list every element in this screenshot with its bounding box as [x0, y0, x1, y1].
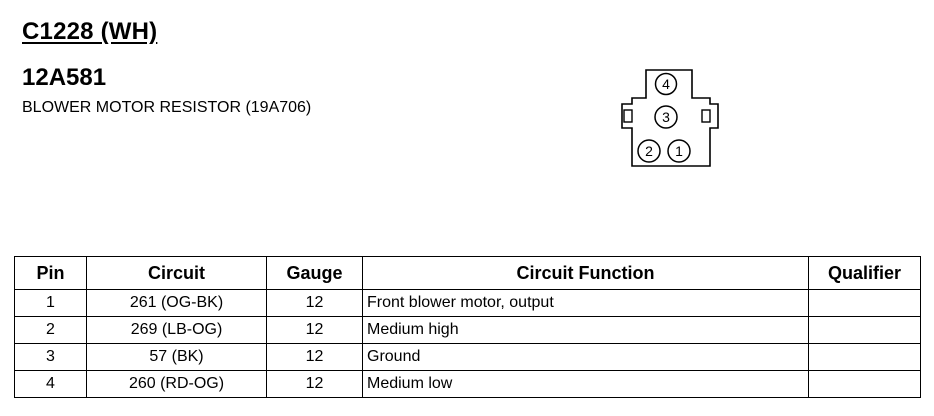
pin-2-label: 2 [645, 143, 653, 159]
connector-face-diagram: 4 3 2 1 [621, 69, 719, 167]
component-description: BLOWER MOTOR RESISTOR (19A706) [22, 99, 312, 116]
function-cell: Front blower motor, output [362, 289, 809, 317]
table-header-row: Pin Circuit Gauge Circuit Function Quali… [14, 256, 921, 290]
gauge-cell: 12 [266, 289, 363, 317]
pin-3-cavity [654, 105, 678, 129]
column-header-qualifier: Qualifier [808, 256, 921, 290]
part-number: 12A581 [22, 64, 107, 91]
circuit-cell: 57 (BK) [86, 343, 267, 371]
pin-cell: 2 [14, 316, 87, 344]
qualifier-cell [808, 289, 921, 317]
connector-housing [621, 69, 719, 167]
column-header-circuit-function: Circuit Function [362, 256, 809, 290]
pin-3-label: 3 [662, 109, 670, 125]
right-latch [701, 109, 711, 123]
gauge-cell: 12 [266, 343, 363, 371]
qualifier-cell [808, 343, 921, 371]
pin-cell: 4 [14, 370, 87, 398]
function-cell: Medium high [362, 316, 809, 344]
pin-2-cavity [637, 139, 661, 163]
function-cell: Medium low [362, 370, 809, 398]
circuit-cell: 260 (RD-OG) [86, 370, 267, 398]
pin-1-label: 1 [675, 143, 683, 159]
pin-4-cavity [654, 72, 678, 96]
pin-1-cavity [667, 139, 691, 163]
qualifier-cell [808, 316, 921, 344]
column-header-circuit: Circuit [86, 256, 267, 290]
column-header-pin: Pin [14, 256, 87, 290]
circuit-cell: 261 (OG-BK) [86, 289, 267, 317]
circuit-cell: 269 (LB-OG) [86, 316, 267, 344]
pin-cell: 1 [14, 289, 87, 317]
left-latch [623, 109, 633, 123]
connector-id: C1228 (WH) [22, 18, 158, 45]
gauge-cell: 12 [266, 370, 363, 398]
table-row: 3 57 (BK) 12 Ground [14, 343, 921, 371]
column-header-gauge: Gauge [266, 256, 363, 290]
function-cell: Ground [362, 343, 809, 371]
pin-4-label: 4 [662, 76, 670, 92]
pin-cell: 3 [14, 343, 87, 371]
table-row: 4 260 (RD-OG) 12 Medium low [14, 370, 921, 398]
gauge-cell: 12 [266, 316, 363, 344]
pinout-table: Pin Circuit Gauge Circuit Function Quali… [14, 256, 921, 398]
table-row: 2 269 (LB-OG) 12 Medium high [14, 316, 921, 344]
table-row: 1 261 (OG-BK) 12 Front blower motor, out… [14, 289, 921, 317]
qualifier-cell [808, 370, 921, 398]
